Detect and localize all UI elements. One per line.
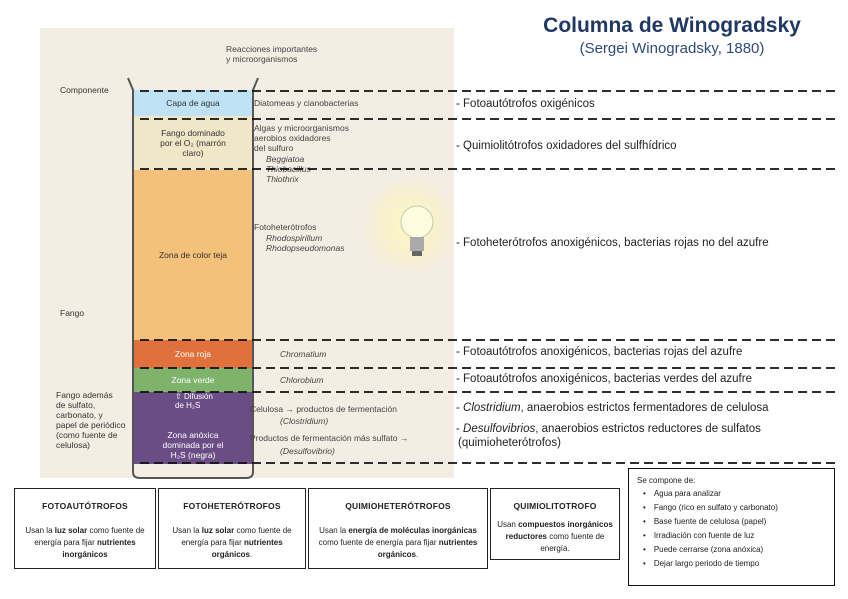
box-title: QUIMIOHETERÓTROFOS	[309, 501, 487, 511]
list-item: Fango (rico en sulfato y carbonato)	[637, 501, 826, 515]
list-item: Base fuente de celulosa (papel)	[637, 515, 826, 529]
box-text: Usan la energía de moléculas inorgánicas…	[309, 525, 487, 561]
box-text: Usan la luz solar como fuente de energía…	[159, 525, 305, 561]
box-fotoheterotrofos: FOTOHETERÓTROFOS Usan la luz solar como …	[158, 488, 306, 569]
desc-fotoheterotrofos: - Fotoheterótrofos anoxigénicos, bacteri…	[456, 237, 769, 249]
desc-quimioheterotrofos: (quimioheterótrofos)	[458, 437, 561, 449]
desc-fotoautotrofos-oxigenicos: - Fotoautótrofos oxigénicos	[456, 98, 595, 110]
box-title: FOTOHETERÓTROFOS	[159, 501, 305, 511]
list-item: Agua para analizar	[637, 487, 826, 501]
box-title: QUIMIOLITOTROFO	[491, 501, 619, 511]
desc-desulfovibrios: - Desulfovibrios, anaerobios estrictos r…	[456, 423, 761, 435]
notes-list: Agua para analizar Fango (rico en sulfat…	[637, 487, 826, 571]
desc-clostridium: - Clostridium, anaerobios estrictos ferm…	[456, 402, 769, 414]
box-text: Usan compuestos inorgánicos reductores c…	[491, 519, 619, 555]
desc-quimiolitotrofos: - Quimiolitótrofos oxidadores del sulfhí…	[456, 140, 677, 152]
box-fotoautotrofos: FOTOAUTÓTROFOS Usan la luz solar como fu…	[14, 488, 156, 569]
list-item: Dejar largo periodo de tiempo	[637, 557, 826, 571]
box-title: FOTOAUTÓTROFOS	[15, 501, 155, 511]
components-notes: Se compone de: Agua para analizar Fango …	[628, 468, 835, 586]
box-quimiolitotrofo: QUIMIOLITOTROFO Usan compuestos inorgáni…	[490, 488, 620, 560]
box-text: Usan la luz solar como fuente de energía…	[15, 525, 155, 561]
list-item: Irradiación con fuente de luz	[637, 529, 826, 543]
desc-rojas-azufre: - Fotoautótrofos anoxigénicos, bacterias…	[456, 346, 742, 358]
desc-verdes-azufre: - Fotoautótrofos anoxigénicos, bacterias…	[456, 373, 752, 385]
list-item: Puede cerrarse (zona anóxica)	[637, 543, 826, 557]
box-quimioheterotrofos: QUIMIOHETERÓTROFOS Usan la energía de mo…	[308, 488, 488, 569]
notes-header: Se compone de:	[637, 476, 826, 485]
